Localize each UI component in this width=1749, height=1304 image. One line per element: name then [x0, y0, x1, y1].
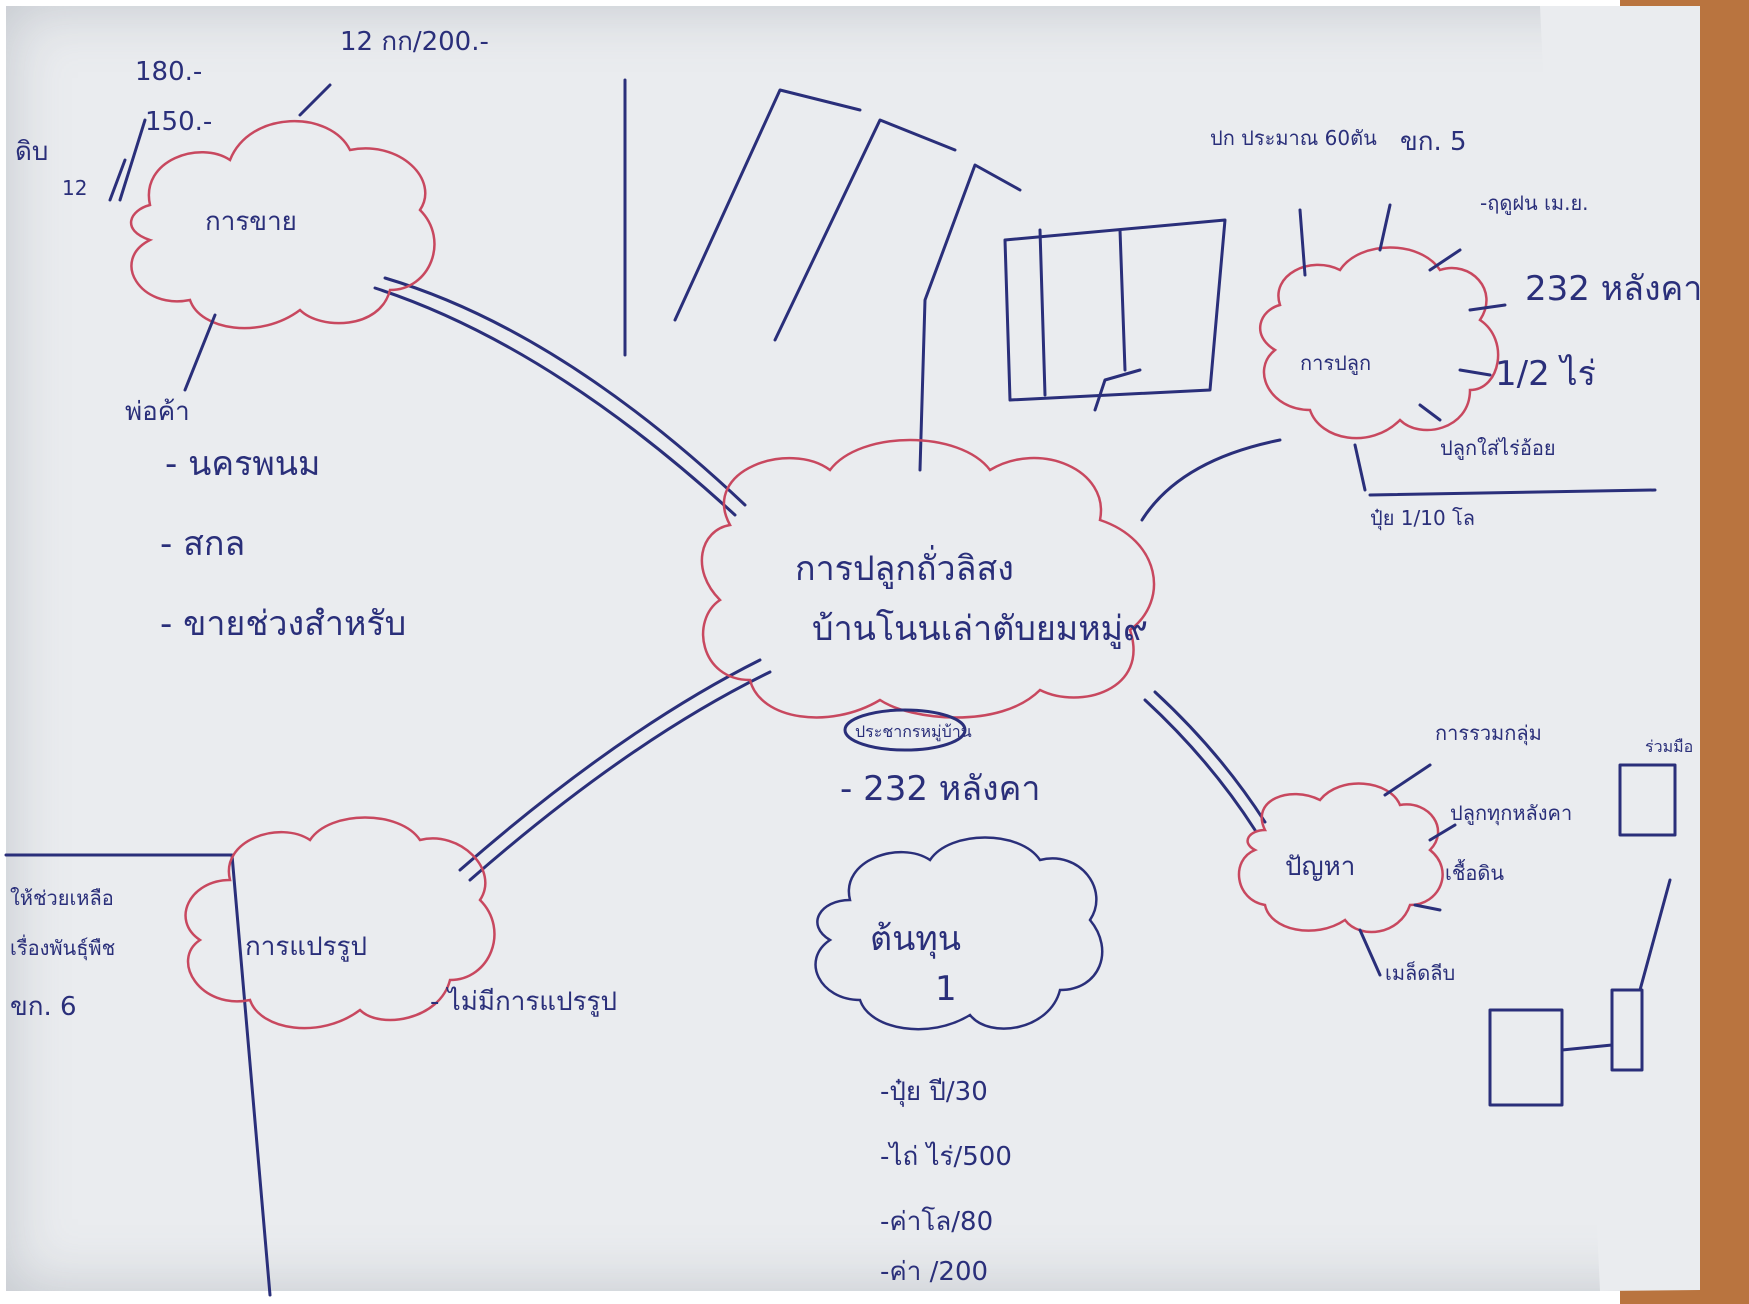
selling-raw-num: 12: [62, 176, 87, 200]
capital-item-2: -ไถ่ ไร่/500: [880, 1141, 1012, 1172]
connector-lines: [373, 276, 1282, 882]
processing-side-2: เรื่องพันธุ์พืช: [10, 934, 115, 961]
selling-buyer-1: - นครพนม: [165, 444, 320, 484]
capital-item-4: -ค่า /200: [880, 1257, 988, 1287]
capital-num: 1: [935, 969, 957, 1009]
paper-sheet: [6, 6, 1696, 1291]
processing-side-3: ขก. 6: [10, 992, 77, 1022]
problem-item-4: เมล็ดลีบ: [1385, 960, 1455, 985]
selling-price-2: 150.-: [145, 107, 212, 137]
problems-title: ปัญหา: [1285, 852, 1355, 882]
planting-yield: ปุ๋ย 1/10 โล: [1370, 506, 1475, 531]
cloud-processing: [184, 816, 496, 1030]
cloud-center: [700, 438, 1156, 719]
problem-item-2: ปลูกทุกหลังคา: [1450, 801, 1572, 826]
selling-raw-label: ดิบ: [15, 137, 48, 167]
processing-title: การแปรรูป: [245, 932, 367, 962]
selling-price-3: 12 กก/200.-: [340, 27, 489, 57]
cloud-planting: [1258, 246, 1500, 440]
center-line1: การปลูกถั่วลิสง: [795, 545, 1014, 589]
capital-item-3: -ค่าโล/80: [880, 1206, 993, 1237]
paper-edge: [1540, 6, 1700, 1291]
planting-spokes: [1298, 203, 1657, 497]
capital-title: ต้นทุน: [870, 919, 961, 959]
selling-buyer-2: - สกล: [160, 524, 245, 564]
planting-households: 232 หลังคา: [1525, 269, 1702, 309]
selling-price-1: 180.-: [135, 57, 202, 87]
processing-side-1: ให้ช่วยเหลือ: [10, 886, 114, 910]
planting-title: การปลูก: [1300, 351, 1371, 376]
center-line2: บ้านโนนเล่าตับยมหมู่๙: [812, 609, 1148, 649]
cloud-capital: [814, 836, 1104, 1031]
planting-note: ปลูกใส่ไร่อ้อย: [1440, 436, 1556, 461]
selling-title: การขาย: [205, 207, 297, 237]
field-sketch: [623, 78, 1227, 472]
problem-item-3: เชื้อดิน: [1445, 859, 1504, 885]
planting-harvest: ปก ประมาณ 60ตัน: [1210, 126, 1377, 150]
problem-spokes: [1358, 763, 1457, 977]
selling-buyers-label: พ่อค้า: [125, 397, 190, 427]
processing-note: - ไม่มีการแปรรูป: [430, 986, 617, 1017]
problem-sketch: [1488, 763, 1677, 1107]
villagers-oval: [843, 708, 967, 752]
selling-buyer-3: - ขายช่วงสำหรับ: [160, 604, 406, 644]
cloud-selling: [129, 120, 436, 330]
planting-season: -ฤดูฝน เม.ย.: [1480, 191, 1589, 216]
villagers-label: ประชากรหมู่บ้าน: [855, 722, 972, 742]
planting-month: ขก. 5: [1400, 127, 1467, 157]
capital-item-1: -ปุ๋ย ปี/30: [880, 1077, 988, 1107]
problem-small-note: ร่วมมือ: [1645, 737, 1693, 756]
selling-spokes: [108, 83, 332, 392]
planting-area: 1/2 ไร่: [1495, 354, 1596, 394]
side-box: [4, 853, 272, 1297]
problem-item-1: การรวมกลุ่ม: [1435, 721, 1542, 746]
villagers-value: - 232 หลังคา: [840, 769, 1040, 809]
